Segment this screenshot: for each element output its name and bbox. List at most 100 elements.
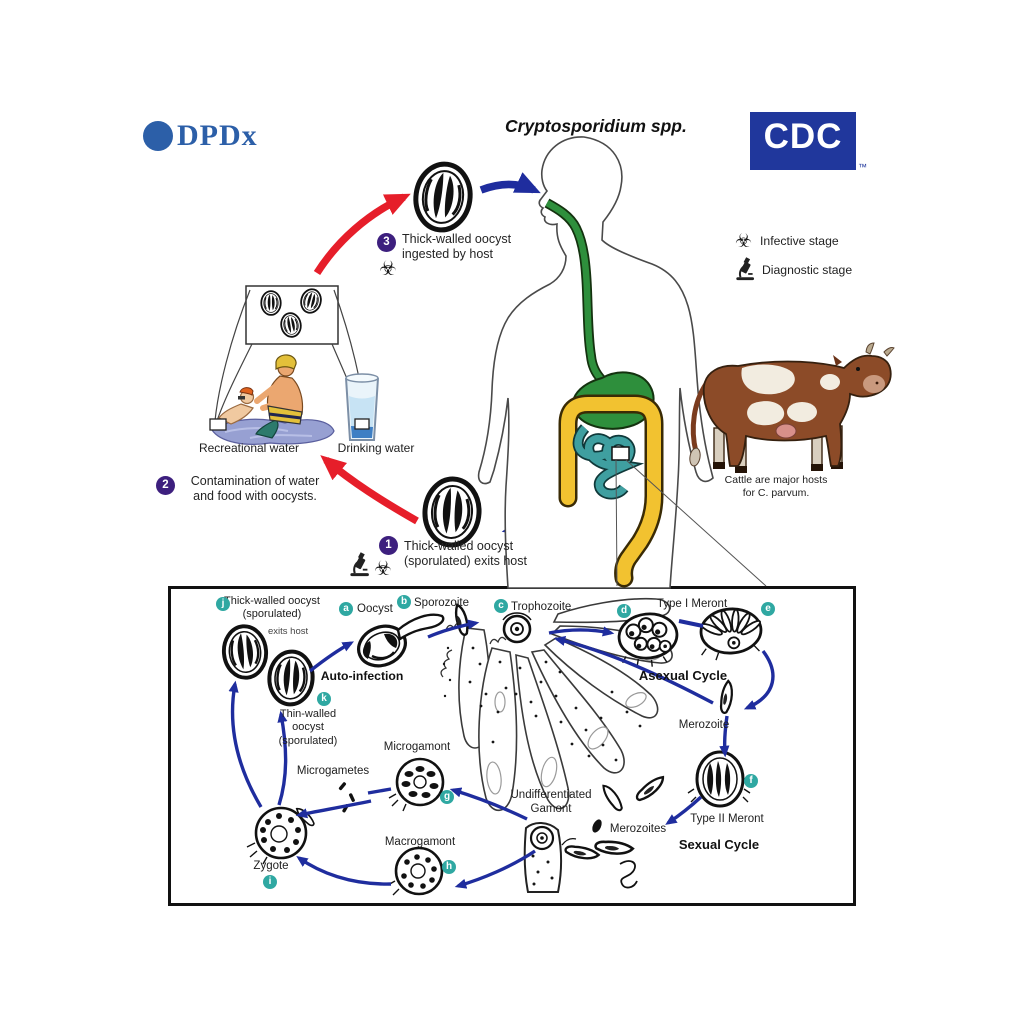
water-sample-box — [209, 418, 227, 431]
label-auto-infection: Auto-infection — [320, 669, 404, 683]
excysting-oocyst-illustration — [357, 613, 445, 668]
arrow-macrogamont-to-zygote — [296, 856, 392, 886]
arrow-gamont-to-macrogamont — [454, 849, 536, 889]
label-merozoites: Merozoites — [609, 823, 667, 835]
step-2-text: Contamination of water and food with ooc… — [190, 474, 320, 504]
intestine-callout-box — [611, 446, 630, 461]
arrow-gamont-to-microgamont — [449, 787, 528, 821]
intestinal-epithelium-illustration — [440, 597, 673, 812]
cdc-logo-text: CDC — [763, 117, 843, 156]
marker-b: b — [397, 595, 411, 609]
diagnostic-stage-icon — [736, 255, 755, 281]
epithelium-dots — [442, 646, 642, 762]
link-meront-d-e — [678, 619, 704, 628]
arrow-trophozoite-to-meront — [548, 626, 615, 637]
arrow-zygote-to-thickoocyst — [228, 680, 263, 808]
red-arrow-oocyst-to-water — [320, 455, 419, 525]
drinking-water-glass — [345, 373, 379, 441]
arrow-merozoite-to-type2 — [719, 715, 730, 758]
undifferentiated-gamont-illustration — [523, 822, 601, 893]
label-asexual-cycle: Asexual Cycle — [638, 668, 728, 683]
legend-infective-label: Infective stage — [760, 234, 839, 248]
blue-arrow-oocyst-to-mouth — [479, 172, 541, 194]
callout-line-right — [625, 459, 767, 587]
label-zygote: Zygote — [253, 860, 289, 872]
step-1-badge: 1 — [379, 536, 398, 555]
type2-meront-illustration — [687, 750, 751, 808]
dpdx-logo-text: DPDx — [177, 119, 258, 152]
page-title: Cryptosporidium spp. — [505, 116, 687, 136]
marker-e: e — [761, 602, 775, 616]
arrow-thinoocyst-to-oocyst — [308, 641, 354, 673]
step-3-text: Thick-walled oocyst ingested by host — [402, 232, 512, 262]
dpdx-logo: DPDx — [143, 118, 258, 155]
step1-diagnostic-icon — [350, 550, 369, 577]
label-microgametes: Microgametes — [296, 765, 370, 777]
oocyst-illustration-exit — [423, 477, 481, 547]
label-drinking-water: Drinking water — [337, 441, 415, 455]
macrogamont-illustration — [387, 846, 444, 896]
label-macrogamont: Macrogamont — [384, 836, 456, 848]
label-sporozoite: Sporozoite — [414, 597, 469, 609]
human-figure — [477, 136, 767, 589]
dpdx-logo-icon — [143, 121, 173, 152]
cdc-logo: CDC — [750, 112, 856, 170]
merozoites-illustration — [592, 772, 668, 889]
merozoite-illustration — [718, 679, 735, 715]
biohazard-icon: ☣ — [735, 230, 753, 252]
legend-diagnostic: Diagnostic stage — [762, 263, 852, 277]
step-1-text: Thick-walled oocyst (sporulated) exits h… — [404, 539, 527, 569]
label-thick-walled-oocyst: Thick-walled oocyst (sporulated) — [224, 595, 320, 621]
digestive-tract — [544, 198, 664, 588]
recreational-water-illustration — [209, 354, 335, 445]
label-recreational-water: Recreational water — [198, 441, 300, 455]
label-trophozoite: Trophozoite — [511, 601, 572, 613]
thick-walled-oocyst-illustration — [219, 622, 271, 682]
label-merozoite: Merozoite — [678, 719, 730, 731]
cdc-trademark: ™ — [858, 162, 867, 172]
step-3-biohazard-icon: ☣ — [379, 256, 397, 280]
microgamont-illustration — [388, 757, 445, 812]
arrow-gametes-to-zygote — [295, 799, 372, 819]
inner-cycle-arrows — [228, 619, 775, 889]
zygote-illustration — [246, 805, 317, 865]
legend-diagnostic-label: Diagnostic stage — [762, 263, 853, 277]
marker-g: g — [440, 790, 454, 804]
marker-i: i — [263, 875, 277, 889]
label-thin-walled-oocyst: Thin-walled oocyst (sporulated) — [278, 708, 338, 747]
marker-d: d — [617, 604, 631, 618]
glass-sample-box — [354, 418, 370, 430]
arrow-zygote-to-thinoocyst — [277, 710, 288, 806]
label-sexual-cycle: Sexual Cycle — [678, 837, 760, 852]
marker-a: a — [339, 602, 353, 616]
link-microgamont-gametes — [367, 787, 392, 795]
arrow-type2-to-merozoites — [665, 795, 703, 825]
label-type2-meront: Type II Meront — [690, 813, 764, 825]
step-2-badge: 2 — [156, 476, 175, 495]
step-1-biohazard-icon: ☣ — [374, 556, 392, 580]
arrow-oocyst-to-trophozoite — [427, 619, 480, 639]
label-oocyst: Oocyst — [357, 603, 393, 615]
trophozoite-illustration — [502, 612, 532, 644]
marker-f: f — [744, 774, 758, 788]
type1-meront-mature-illustration — [699, 607, 763, 661]
label-cattle-caption: Cattle are major hosts for C. parvum. — [724, 474, 828, 499]
label-thick-walled-oocyst-sub: exits host — [268, 626, 309, 637]
step-3-badge: 3 — [377, 233, 396, 252]
cow-illustration — [689, 342, 895, 473]
label-type1-meront: Type I Meront — [656, 598, 728, 610]
marker-c: c — [494, 599, 508, 613]
marker-k: k — [317, 692, 331, 706]
label-microgamont: Microgamont — [383, 741, 451, 753]
arrow-meront-to-merozoite — [743, 649, 775, 710]
oocyst-illustration-top — [412, 161, 475, 234]
thin-walled-oocyst-illustration — [268, 650, 315, 706]
type1-meront-illustration — [617, 612, 679, 667]
marker-h: h — [442, 860, 456, 874]
legend-infective: ☣ Infective stage — [735, 230, 839, 252]
red-arrow-water-to-oocyst — [313, 193, 411, 276]
marker-j: j — [216, 597, 230, 611]
arrow-merozoite-to-trophozoite — [553, 635, 714, 705]
